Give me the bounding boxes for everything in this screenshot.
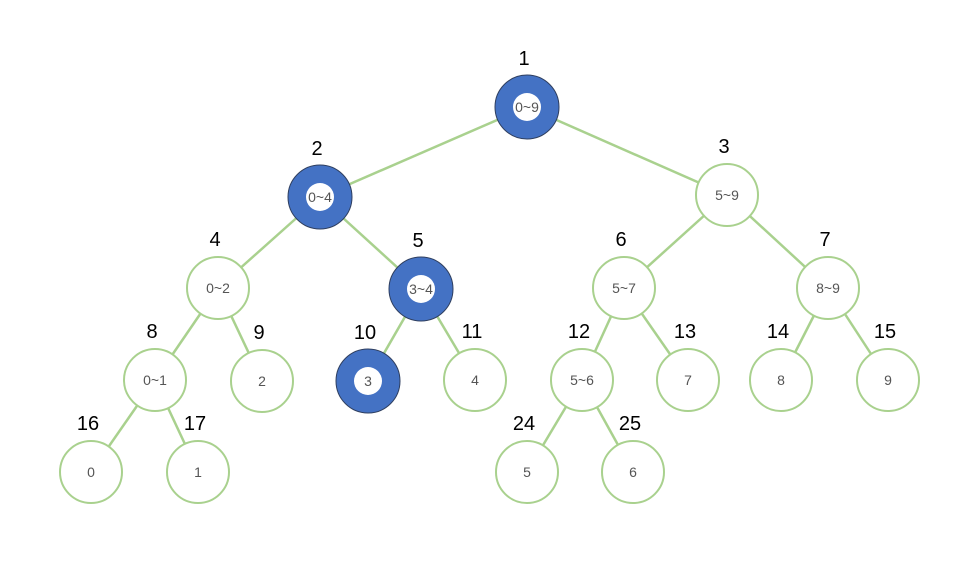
node-index-label: 10 — [354, 322, 376, 344]
node-index-label: 2 — [311, 138, 322, 160]
tree-node-25: 6 — [601, 440, 665, 504]
node-range-label: 5 — [523, 464, 531, 480]
node-index-label: 5 — [412, 230, 423, 252]
tree-node-1: 0~9 — [494, 74, 560, 140]
tree-node-circle — [592, 256, 656, 320]
tree-node-14: 8 — [749, 348, 813, 412]
tree-node-circle — [601, 440, 665, 504]
node-range-label: 8~9 — [816, 280, 840, 296]
node-range-label: 5~6 — [570, 372, 594, 388]
node-index-label: 11 — [462, 321, 483, 343]
node-index-label: 13 — [674, 321, 696, 343]
node-range-label: 4 — [471, 372, 479, 388]
node-range-label: 0~9 — [515, 99, 539, 115]
node-range-label: 0~4 — [308, 189, 332, 205]
node-index-label: 14 — [767, 321, 789, 343]
node-index-label: 24 — [513, 413, 535, 435]
tree-node-17: 1 — [166, 440, 230, 504]
node-index-label: 15 — [874, 321, 896, 343]
tree-node-15: 9 — [856, 348, 920, 412]
tree-node-12: 5~6 — [550, 348, 614, 412]
tree-node-4: 0~2 — [186, 256, 250, 320]
node-range-label: 8 — [777, 372, 785, 388]
tree-node-10: 3 — [335, 348, 401, 414]
node-range-label: 5~9 — [715, 187, 739, 203]
tree-node-8: 0~1 — [123, 348, 187, 412]
node-index-label: 1 — [518, 48, 529, 70]
highlight-node-inner — [354, 367, 382, 395]
tree-node-circle — [230, 349, 294, 413]
node-range-label: 0~1 — [143, 372, 167, 388]
node-range-label: 3~4 — [409, 281, 433, 297]
tree-node-circle — [495, 440, 559, 504]
highlight-node-inner — [513, 93, 541, 121]
tree-node-circle — [123, 348, 187, 412]
tree-node-16: 0 — [59, 440, 123, 504]
tree-node-7: 8~9 — [796, 256, 860, 320]
node-index-label: 12 — [568, 321, 590, 343]
node-index-label: 4 — [209, 229, 220, 251]
node-range-label: 3 — [364, 373, 372, 389]
tree-node-circle — [443, 348, 507, 412]
tree-node-24: 5 — [495, 440, 559, 504]
node-index-label: 17 — [184, 413, 206, 435]
node-index-label: 3 — [718, 136, 729, 158]
node-index-label: 7 — [819, 229, 830, 251]
tree-node-circle — [59, 440, 123, 504]
tree-node-9: 2 — [230, 349, 294, 413]
tree-node-circle — [796, 256, 860, 320]
tree-node-circle — [695, 163, 759, 227]
tree-node-3: 5~9 — [695, 163, 759, 227]
tree-node-6: 5~7 — [592, 256, 656, 320]
node-range-label: 6 — [629, 464, 637, 480]
node-index-label: 8 — [146, 321, 157, 343]
tree-edge-1-3 — [526, 105, 728, 197]
tree-node-circle — [749, 348, 813, 412]
node-range-label: 9 — [884, 372, 892, 388]
tree-node-circle — [166, 440, 230, 504]
tree-node-circle — [656, 348, 720, 412]
node-range-label: 0 — [87, 464, 95, 480]
tree-node-circle — [550, 348, 614, 412]
tree-node-5: 3~4 — [388, 256, 454, 322]
highlight-node-inner — [407, 275, 435, 303]
tree-node-13: 7 — [656, 348, 720, 412]
node-index-label: 9 — [253, 322, 264, 344]
highlight-node-inner — [306, 183, 334, 211]
tree-edge-1-2 — [319, 105, 528, 199]
node-index-label: 16 — [77, 413, 99, 435]
tree-node-circle — [186, 256, 250, 320]
node-index-label: 6 — [615, 229, 626, 251]
node-index-label: 25 — [619, 413, 641, 435]
node-range-label: 7 — [684, 372, 692, 388]
node-range-label: 0~2 — [206, 280, 230, 296]
tree-node-11: 4 — [443, 348, 507, 412]
node-range-label: 5~7 — [612, 280, 636, 296]
node-range-label: 2 — [258, 373, 266, 389]
tree-node-2: 0~4 — [287, 164, 353, 230]
node-range-label: 1 — [194, 464, 202, 480]
tree-node-circle — [856, 348, 920, 412]
